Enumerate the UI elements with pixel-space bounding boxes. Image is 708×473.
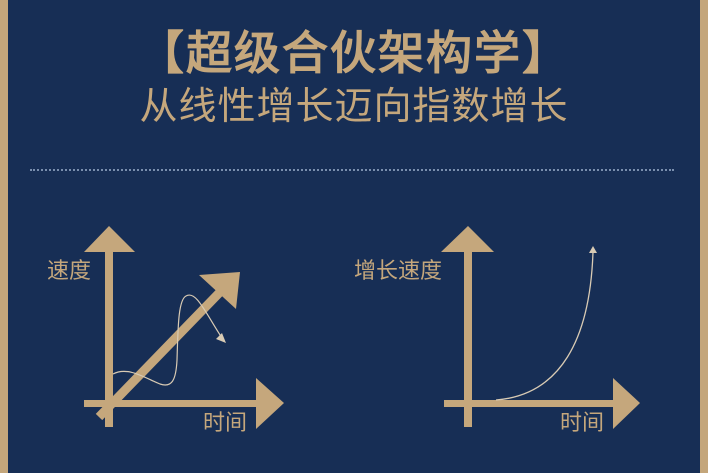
linear-trend-arrow-icon (95, 272, 240, 421)
y-axis-arrow-icon (441, 226, 494, 427)
x-axis-arrow-icon (444, 378, 640, 429)
right-y-axis-label: 增长速度 (354, 259, 443, 284)
y-axis-arrow-icon (84, 226, 135, 427)
x-axis-arrow-icon (84, 378, 284, 429)
left-gold-border (0, 0, 8, 473)
right-x-axis-label: 时间 (560, 411, 605, 436)
page-subtitle: 从线性增长迈向指数增长 (139, 84, 569, 128)
dotted-divider (30, 169, 674, 171)
right-gold-border (700, 0, 708, 473)
linear-growth-diagram (84, 226, 284, 429)
left-x-axis-label: 时间 (203, 411, 248, 436)
left-y-axis-label: 速度 (47, 259, 92, 284)
exponential-growth-diagram (441, 226, 640, 429)
oscillating-curve-icon (112, 294, 226, 386)
exponential-curve-icon (495, 246, 597, 401)
page-title: 【超级合伙架构学】 (138, 26, 570, 80)
